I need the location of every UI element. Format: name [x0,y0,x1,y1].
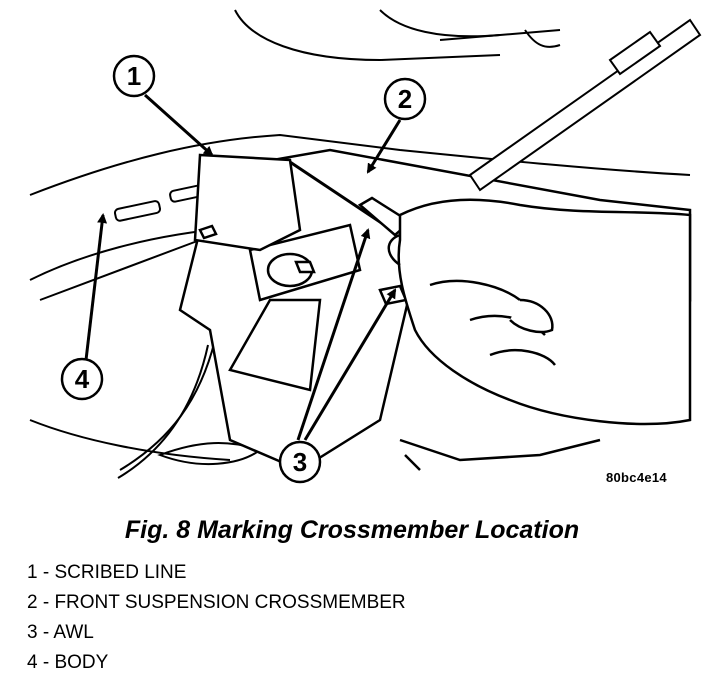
callout-1: 1 [112,54,156,98]
hand-with-awl [357,196,692,426]
leader-arrow-1 [143,93,214,157]
leader-arrow-2 [366,119,402,174]
figure-caption: Fig. 8 Marking Crossmember Location [124,516,580,544]
technical-illustration: 1 2 3 4 [29,9,702,484]
legend-item: 2 - FRONT SUSPENSION CROSSMEMBER [27,592,406,613]
figure-code: 80bc4e14 [606,470,667,485]
leader-arrow-3b [303,288,397,441]
callout-2-number: 2 [398,84,412,114]
legend-item: 4 - BODY [27,652,109,673]
legend-list: 1 - SCRIBED LINE 2 - FRONT SUSPENSION CR… [27,562,406,682]
body-panel [29,9,691,479]
callout-1-number: 1 [127,61,141,91]
legend-item: 1 - SCRIBED LINE [27,562,187,583]
callout-2: 2 [383,77,427,121]
callout-4: 4 [60,357,104,401]
leader-arrow-4 [84,213,108,361]
callout-3: 3 [278,440,322,484]
callout-3-number: 3 [293,447,307,477]
leader-arrow-3a [296,228,371,441]
threaded-rod [468,18,702,192]
leader-arrows [84,93,402,441]
legend-item: 3 - AWL [27,622,94,643]
callout-4-number: 4 [75,364,90,394]
